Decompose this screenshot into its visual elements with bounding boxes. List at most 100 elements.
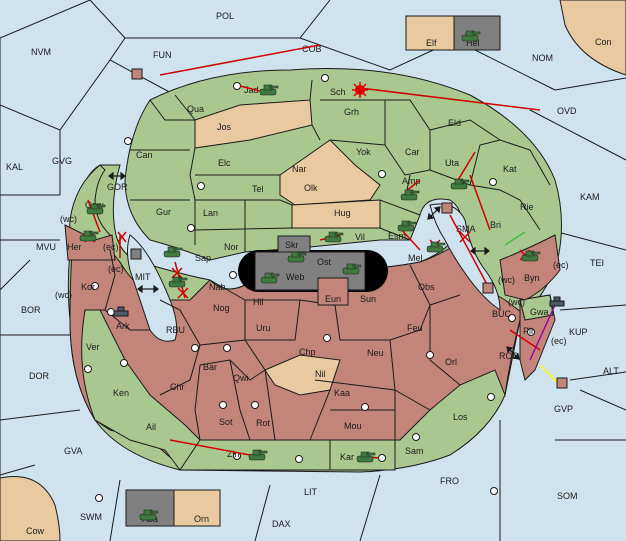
label-eun: Eun bbox=[325, 294, 341, 304]
ship-icon bbox=[482, 282, 494, 294]
label-sch: Sch bbox=[330, 87, 346, 97]
ship-icon bbox=[556, 377, 568, 389]
land-nar-olk[interactable] bbox=[279, 139, 381, 206]
label-nor: Nor bbox=[224, 242, 239, 252]
label-kup: KUP bbox=[569, 327, 588, 337]
ship-icon bbox=[441, 202, 453, 214]
label-som: SOM bbox=[557, 491, 578, 501]
label-eld: Eld bbox=[448, 118, 461, 128]
label-neu: Neu bbox=[367, 348, 384, 358]
label-ost: Ost bbox=[317, 257, 332, 267]
tank-icon bbox=[139, 509, 159, 521]
label-dax: DAX bbox=[272, 519, 291, 529]
label-ail: Ail bbox=[146, 422, 156, 432]
land-cow[interactable] bbox=[0, 476, 61, 541]
label-mou: Mou bbox=[344, 421, 362, 431]
land-borders-red bbox=[85, 249, 461, 441]
label-bor: BOR bbox=[21, 305, 41, 315]
label-sap: Sap bbox=[195, 253, 211, 263]
label-amp: Amp bbox=[402, 176, 421, 186]
label-byn: Byn bbox=[524, 273, 540, 283]
fleet-units[interactable] bbox=[113, 68, 568, 389]
label-coast-5: (wc) bbox=[498, 275, 515, 285]
label-orl: Orl bbox=[445, 357, 457, 367]
label-ovd: OVD bbox=[557, 106, 577, 116]
tank-icon bbox=[461, 30, 481, 42]
label-coast-3: (wc) bbox=[55, 290, 72, 300]
label-hil: Hil bbox=[253, 297, 264, 307]
label-coast-8: (ec) bbox=[551, 336, 567, 346]
label-qua: Qua bbox=[187, 104, 204, 114]
label-orn: Orn bbox=[194, 514, 209, 524]
label-dor: DOR bbox=[29, 371, 50, 381]
label-gva: GVA bbox=[64, 446, 82, 456]
label-rbu: RBU bbox=[166, 325, 185, 335]
label-vil: Vil bbox=[355, 232, 365, 242]
label-chr: Chr bbox=[170, 382, 185, 392]
sea-labels: POL NVM FUN COB NOM OVD KAL GVG GOR KAM … bbox=[6, 11, 619, 536]
land-gwa[interactable] bbox=[519, 294, 554, 321]
label-nil: Nil bbox=[315, 369, 326, 379]
army-units[interactable] bbox=[79, 30, 541, 521]
label-los: Los bbox=[453, 412, 468, 422]
label-mvu: MVU bbox=[36, 242, 56, 252]
land-eun[interactable] bbox=[317, 277, 349, 306]
tank-icon bbox=[79, 230, 99, 242]
label-kaa: Kaa bbox=[334, 388, 350, 398]
support-line bbox=[529, 304, 556, 361]
label-sot: Sot bbox=[219, 417, 233, 427]
label-coast-4: (ec) bbox=[108, 264, 124, 274]
label-nab: Nab bbox=[209, 282, 226, 292]
label-kam: KAM bbox=[580, 192, 600, 202]
label-kor: Kor bbox=[81, 282, 95, 292]
tank-icon bbox=[356, 451, 376, 463]
label-nom: NOM bbox=[532, 53, 553, 63]
label-coast-7: (wc) bbox=[508, 297, 525, 307]
channel-arrows bbox=[108, 171, 520, 360]
label-grh: Grh bbox=[344, 107, 359, 117]
label-lit: LIT bbox=[304, 487, 318, 497]
land-labels: Jos Nar Olk Hug Nil Elf Orn Jad Sch Qua … bbox=[55, 38, 569, 524]
land-orn[interactable] bbox=[173, 489, 221, 527]
label-uta: Uta bbox=[445, 158, 459, 168]
tank-icon bbox=[260, 272, 280, 284]
label-sma: SMA bbox=[456, 224, 476, 234]
label-gwa: Gwa bbox=[530, 307, 549, 317]
label-bri: Bri bbox=[490, 220, 501, 230]
tank-icon bbox=[287, 251, 307, 263]
label-gor: GOR bbox=[107, 182, 128, 192]
label-pir: Pir bbox=[523, 326, 534, 336]
land-elf[interactable] bbox=[405, 15, 455, 51]
ship-icon bbox=[113, 306, 129, 317]
land-skr[interactable] bbox=[277, 235, 311, 253]
land-aba[interactable] bbox=[125, 489, 175, 527]
label-swm: SWM bbox=[80, 512, 102, 522]
support-line-2 bbox=[504, 231, 526, 246]
label-jad: Jad bbox=[244, 85, 259, 95]
tank-icon bbox=[426, 241, 446, 253]
label-qwi: Qwi bbox=[233, 373, 249, 383]
label-esm: Esm bbox=[388, 231, 406, 241]
label-chp: Chp bbox=[299, 347, 316, 357]
label-sun: Sun bbox=[360, 294, 376, 304]
label-hel: Hel bbox=[466, 38, 480, 48]
label-her: Her bbox=[67, 242, 82, 252]
label-tel: Tel bbox=[252, 184, 264, 194]
tank-icon bbox=[259, 84, 279, 96]
order-arrows bbox=[87, 44, 541, 459]
label-kat: Kat bbox=[503, 164, 517, 174]
label-bar: Bar bbox=[203, 362, 217, 372]
label-gvp: GVP bbox=[554, 404, 573, 414]
label-car: Car bbox=[405, 147, 420, 157]
tank-icon bbox=[324, 231, 344, 243]
label-olk: Olk bbox=[304, 183, 318, 193]
label-nar: Nar bbox=[292, 164, 307, 174]
label-rie: Rie bbox=[520, 202, 534, 212]
label-pol: POL bbox=[216, 11, 234, 21]
label-fun: FUN bbox=[153, 50, 172, 60]
label-kar: Kar bbox=[340, 452, 354, 462]
tank-icon bbox=[450, 178, 470, 190]
label-web: Web bbox=[286, 272, 304, 282]
